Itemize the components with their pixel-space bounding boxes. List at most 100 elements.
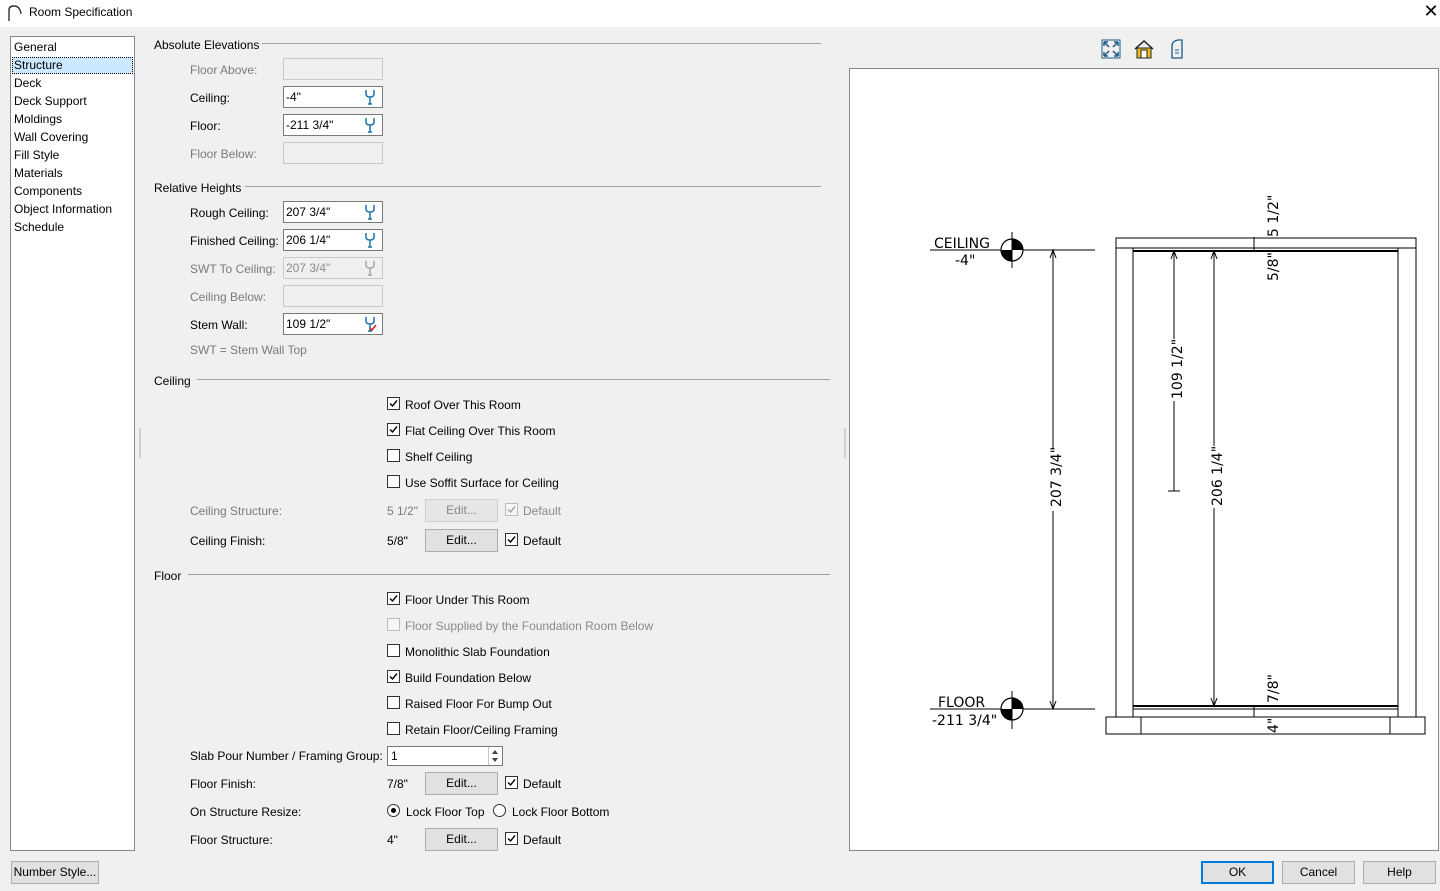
cancel-button[interactable]: Cancel [1282, 861, 1355, 884]
ceiling-structure-band [1115, 237, 1417, 249]
nav-item-moldings[interactable]: Moldings [14, 112, 63, 126]
section-divider [262, 43, 821, 44]
roof-over-checkbox[interactable] [387, 397, 400, 410]
absolute-elevations-heading: Absolute Elevations [154, 38, 260, 52]
slab-pour-value[interactable]: 1 [391, 749, 398, 763]
ceiling-finish-edit-button[interactable]: Edit... [425, 529, 498, 552]
ceiling-elevation-value[interactable]: -4" [286, 90, 301, 104]
nav-item-object-information[interactable]: Object Information [14, 202, 113, 216]
floor-structure-value: 4" [387, 833, 398, 847]
lock-floor-bottom-label[interactable]: Lock Floor Bottom [512, 805, 610, 819]
stem-wall-field[interactable]: 109 1/2" [283, 313, 383, 335]
floor-finish-default-checkbox[interactable] [505, 776, 518, 789]
ceiling-structure-default-label: Default [523, 504, 562, 518]
soffit-surface-checkbox[interactable] [387, 475, 400, 488]
nav-item-general[interactable]: General [14, 40, 57, 54]
floor-under-label[interactable]: Floor Under This Room [405, 593, 530, 607]
rough-ceiling-value[interactable]: 207 3/4" [286, 205, 331, 219]
nav-item-components[interactable]: Components [14, 184, 83, 198]
ceiling-marker-label: CEILING [934, 236, 990, 252]
stepper-up-icon[interactable] [492, 750, 498, 754]
wrench-icon[interactable] [363, 89, 377, 105]
wrench-check-icon[interactable] [363, 316, 377, 332]
fill-window-icon[interactable] [1100, 38, 1122, 60]
floor-elevation-label: Floor: [190, 119, 221, 133]
nav-item-structure[interactable]: Structure [12, 57, 133, 74]
floor-above-label: Floor Above: [190, 63, 258, 77]
lock-floor-top-radio[interactable] [387, 804, 400, 817]
splitter-grip-right[interactable] [844, 428, 846, 458]
ceiling-structure-edit-button: Edit... [425, 499, 498, 522]
floor-above-field [283, 58, 383, 80]
floor-structure-edit-button[interactable]: Edit... [425, 828, 498, 851]
nav-item-wall-covering[interactable]: Wall Covering [14, 130, 89, 144]
help-button[interactable]: Help [1363, 861, 1436, 884]
retain-framing-label[interactable]: Retain Floor/Ceiling Framing [405, 723, 558, 737]
stepper-down-icon[interactable] [492, 758, 498, 762]
floor-under-checkbox[interactable] [387, 592, 400, 605]
stepper-arrows[interactable] [488, 747, 502, 765]
floor-elevation-value[interactable]: -211 3/4" [286, 118, 334, 132]
floor-structure-label: Floor Structure: [190, 833, 273, 847]
ceiling-finish-default-label[interactable]: Default [523, 534, 562, 548]
nav-item-schedule[interactable]: Schedule [14, 220, 65, 234]
slab-pour-stepper[interactable]: 1 [387, 746, 503, 766]
section-divider [245, 186, 821, 187]
retain-framing-checkbox[interactable] [387, 722, 400, 735]
category-list[interactable]: General Structure Deck Deck Support Mold… [10, 36, 135, 851]
shelf-ceiling-label[interactable]: Shelf Ceiling [405, 450, 473, 464]
ceiling-elevation-label: Ceiling: [190, 91, 231, 105]
floor-structure-default-checkbox[interactable] [505, 832, 518, 845]
shelf-ceiling-checkbox[interactable] [387, 449, 400, 462]
rough-ceiling-label: Rough Ceiling: [190, 206, 269, 220]
number-style-button[interactable]: Number Style... [11, 861, 99, 884]
wrench-icon[interactable] [363, 117, 377, 133]
ceiling-elevation-field[interactable]: -4" [283, 86, 383, 108]
ceiling-structure-dimension-label: 5 1/2" [1266, 195, 1282, 237]
flat-ceiling-label[interactable]: Flat Ceiling Over This Room [405, 424, 556, 438]
raised-floor-checkbox[interactable] [387, 696, 400, 709]
nav-item-deck-support[interactable]: Deck Support [14, 94, 87, 108]
roof-over-label[interactable]: Roof Over This Room [405, 398, 521, 412]
ceiling-finish-default-checkbox[interactable] [505, 533, 518, 546]
floor-elevation-field[interactable]: -211 3/4" [283, 114, 383, 136]
finished-ceiling-value[interactable]: 206 1/4" [286, 233, 331, 247]
floor-finish-dimension-label: 7/8" [1266, 674, 1282, 703]
floor-structure-default-label[interactable]: Default [523, 833, 562, 847]
wrench-icon[interactable] [363, 204, 377, 220]
elevation-view-icon[interactable] [1166, 38, 1188, 60]
ceiling-finish-dimension-label: 5/8" [1266, 252, 1282, 281]
lock-floor-top-label[interactable]: Lock Floor Top [406, 805, 485, 819]
monolithic-checkbox[interactable] [387, 644, 400, 657]
floor-below-label: Floor Below: [190, 147, 257, 161]
relative-heights-heading: Relative Heights [154, 181, 242, 195]
raised-floor-label[interactable]: Raised Floor For Bump Out [405, 697, 552, 711]
wrench-icon[interactable] [363, 232, 377, 248]
ceiling-finish-label: Ceiling Finish: [190, 534, 266, 548]
build-foundation-label[interactable]: Build Foundation Below [405, 671, 532, 685]
stem-wall-value[interactable]: 109 1/2" [286, 317, 331, 331]
close-icon[interactable]: ✕ [1423, 1, 1439, 21]
swt-to-ceiling-label: SWT To Ceiling: [190, 262, 276, 276]
ok-button[interactable]: OK [1201, 861, 1274, 884]
house-view-icon[interactable] [1133, 38, 1155, 60]
build-foundation-checkbox[interactable] [387, 670, 400, 683]
monolithic-label[interactable]: Monolithic Slab Foundation [405, 645, 550, 659]
ceiling-below-label: Ceiling Below: [190, 290, 267, 304]
nav-item-fill-style[interactable]: Fill Style [14, 148, 60, 162]
rough-ceiling-field[interactable]: 207 3/4" [283, 201, 383, 223]
splitter-grip-left[interactable] [139, 428, 141, 458]
ceiling-heading: Ceiling [154, 374, 191, 388]
nav-item-deck[interactable]: Deck [14, 76, 42, 90]
soffit-surface-label[interactable]: Use Soffit Surface for Ceiling [405, 476, 559, 490]
ceiling-below-field [283, 285, 383, 307]
ceiling-finish-value: 5/8" [387, 534, 408, 548]
floor-finish-edit-button[interactable]: Edit... [425, 772, 498, 795]
lock-floor-bottom-radio[interactable] [493, 804, 506, 817]
floor-finish-default-label[interactable]: Default [523, 777, 562, 791]
section-preview: CEILING -4" FLOOR -211 3/4" 207 3/4" 109… [849, 68, 1439, 851]
flat-ceiling-checkbox[interactable] [387, 423, 400, 436]
nav-item-materials[interactable]: Materials [14, 166, 63, 180]
ceiling-structure-default-checkbox [505, 503, 518, 516]
finished-ceiling-field[interactable]: 206 1/4" [283, 229, 383, 251]
